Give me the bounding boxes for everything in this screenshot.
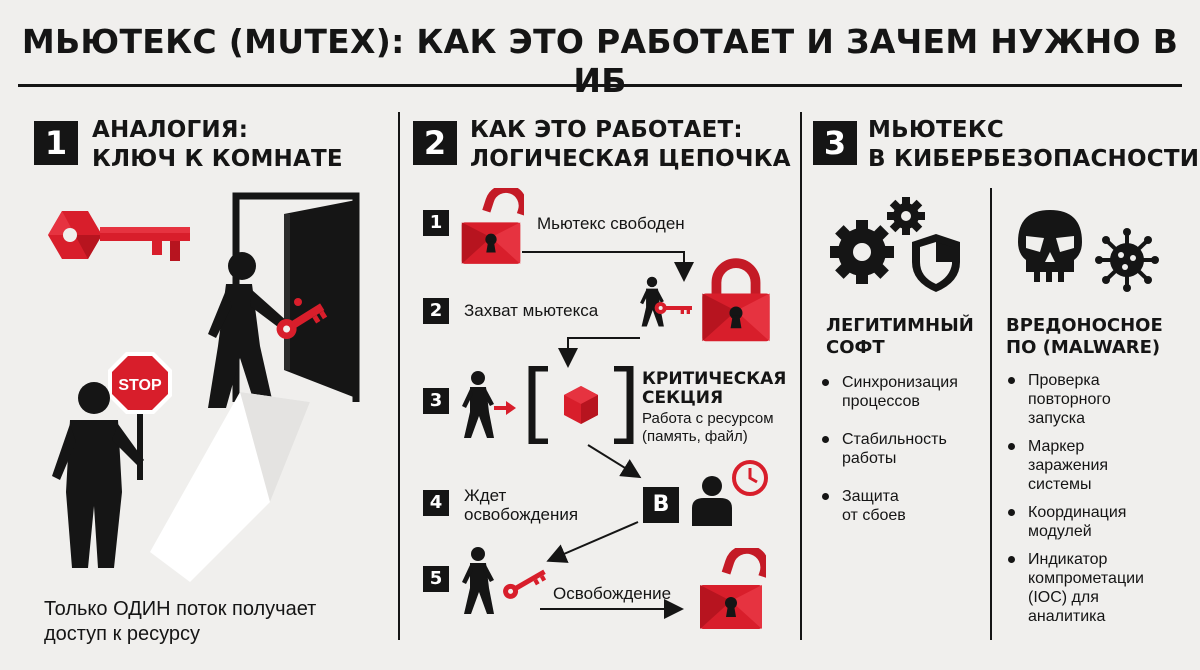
list-item: Стабильность работы bbox=[820, 430, 958, 468]
step-label: Ждет освобождения bbox=[464, 486, 579, 524]
light-beam bbox=[150, 392, 320, 582]
step-number: 2 bbox=[423, 298, 449, 324]
list-item: Координация модулей bbox=[1006, 503, 1144, 541]
list-item: Индикатор компрометации (IOC) для аналит… bbox=[1006, 550, 1144, 626]
waiting-thread-badge: B bbox=[643, 487, 679, 523]
section-title: МЬЮТЕКС В КИБЕРБЕЗОПАСНОСТИ bbox=[868, 117, 1200, 172]
legit-column-title: ЛЕГИТИМНЫЙ СОФТ bbox=[826, 315, 974, 358]
locked-padlock-icon bbox=[698, 256, 774, 344]
person-icon bbox=[458, 540, 498, 622]
gears-icon bbox=[826, 196, 926, 296]
title-underline bbox=[18, 84, 1182, 87]
step-number: 3 bbox=[423, 388, 449, 414]
step-label: Мьютекс свободен bbox=[537, 214, 685, 233]
list-item: Синхронизация процессов bbox=[820, 373, 958, 411]
step-number: 4 bbox=[423, 490, 449, 516]
analogy-caption: Только ОДИН поток получает доступ к ресу… bbox=[44, 598, 317, 645]
section-number: 2 bbox=[413, 121, 457, 165]
legit-list: Синхронизация процессов Стабильность раб… bbox=[820, 373, 958, 525]
list-item: Проверка повторного запуска bbox=[1006, 371, 1144, 428]
section-title: КАК ЭТО РАБОТАЕТ: ЛОГИЧЕСКАЯ ЦЕПОЧКА bbox=[470, 117, 791, 172]
key-icon bbox=[654, 300, 694, 316]
malware-list: Проверка повторного запуска Маркер зараж… bbox=[1006, 371, 1144, 626]
virus-icon bbox=[1092, 228, 1162, 292]
flow-arrows bbox=[494, 251, 694, 619]
step-number: 5 bbox=[423, 566, 449, 592]
shield-icon bbox=[910, 232, 962, 294]
critical-section-icon bbox=[528, 366, 634, 444]
step-label: Захват мьютекса bbox=[464, 301, 599, 320]
person-icon bbox=[688, 474, 736, 526]
person-icon bbox=[190, 250, 320, 410]
page-title: МЬЮТЕКС (MUTEX): КАК ЭТО РАБОТАЕТ И ЗАЧЕ… bbox=[21, 22, 1179, 100]
critical-section-title: КРИТИЧЕСКАЯ СЕКЦИЯ bbox=[642, 369, 787, 408]
malware-column-title: ВРЕДОНОСНОЕ ПО (MALWARE) bbox=[1006, 315, 1163, 358]
key-icon bbox=[272, 298, 330, 342]
person-icon bbox=[40, 380, 150, 570]
stop-sign-icon: STOP bbox=[106, 350, 176, 480]
key-icon bbox=[48, 205, 198, 265]
column-divider bbox=[800, 112, 802, 640]
section-title: АНАЛОГИЯ: КЛЮЧ К КОМНАТЕ bbox=[92, 117, 343, 172]
column-divider bbox=[398, 112, 400, 640]
sub-column-divider bbox=[990, 188, 992, 640]
section-number: 3 bbox=[813, 121, 857, 165]
unlocked-padlock-icon bbox=[458, 188, 524, 268]
stop-sign-text: STOP bbox=[118, 377, 162, 394]
clock-icon bbox=[730, 458, 770, 498]
list-item: Маркер заражения системы bbox=[1006, 437, 1144, 494]
unlocked-padlock-icon bbox=[696, 548, 766, 634]
key-icon bbox=[500, 566, 550, 600]
critical-section-description: Работа с ресурсом (память, файл) bbox=[642, 410, 774, 445]
person-icon bbox=[458, 360, 498, 450]
list-item: Защита от сбоев bbox=[820, 487, 958, 525]
skull-icon bbox=[1012, 208, 1088, 284]
step-label: Освобождение bbox=[553, 584, 672, 603]
step-number: 1 bbox=[423, 210, 449, 236]
section-number: 1 bbox=[34, 121, 78, 165]
